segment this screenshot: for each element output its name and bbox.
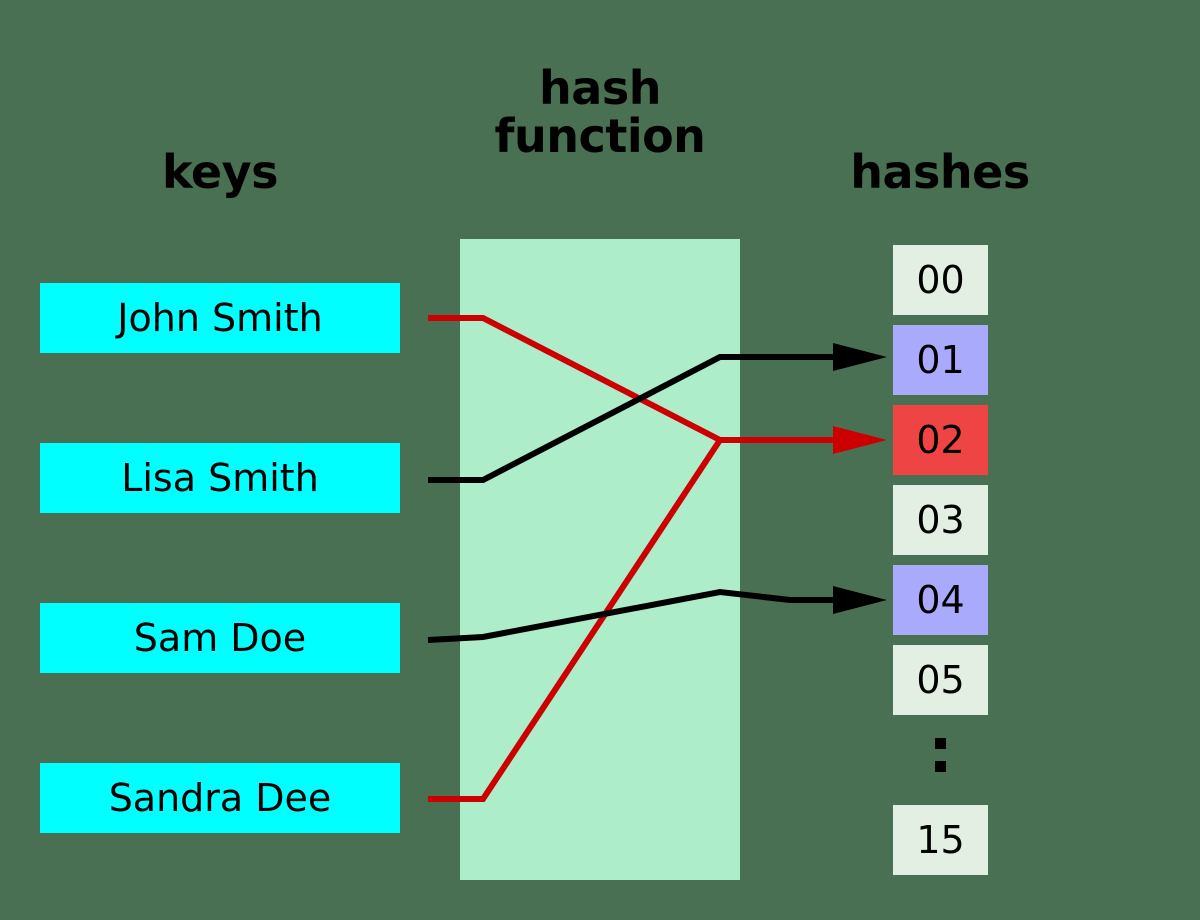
hash-bucket-03[interactable]: 03 [893,485,988,555]
arrowhead-to-02 [833,426,887,454]
connector-sam-doe-to-04 [427,588,862,643]
hash-function-column-title: hash function [494,61,706,164]
keys-column-title: keys [162,145,278,199]
hash-function-box [460,239,740,880]
hash-bucket-02[interactable]: 02 [893,405,988,475]
ellipsis-dot-top [935,738,946,749]
connector-lisa-smith-to-01 [428,354,862,483]
hash-bucket-05[interactable]: 05 [893,645,988,715]
hash-bucket-00[interactable]: 00 [893,245,988,315]
vertical-ellipsis-icon [893,730,988,780]
hash-bucket-15[interactable]: 15 [893,805,988,875]
arrowhead-to-01 [833,343,887,371]
ellipsis-dot-bottom [935,761,946,772]
hash-bucket-04[interactable]: 04 [893,565,988,635]
hash-bucket-01[interactable]: 01 [893,325,988,395]
hashes-column-title: hashes [850,145,1030,199]
key-box-sam-doe[interactable]: Sam Doe [40,603,400,673]
key-box-john-smith[interactable]: John Smith [40,283,400,353]
key-box-lisa-smith[interactable]: Lisa Smith [40,443,400,513]
arrowhead-to-04 [833,586,887,614]
connector-sandra-dee-to-02 [428,438,723,802]
key-box-sandra-dee[interactable]: Sandra Dee [40,763,400,833]
